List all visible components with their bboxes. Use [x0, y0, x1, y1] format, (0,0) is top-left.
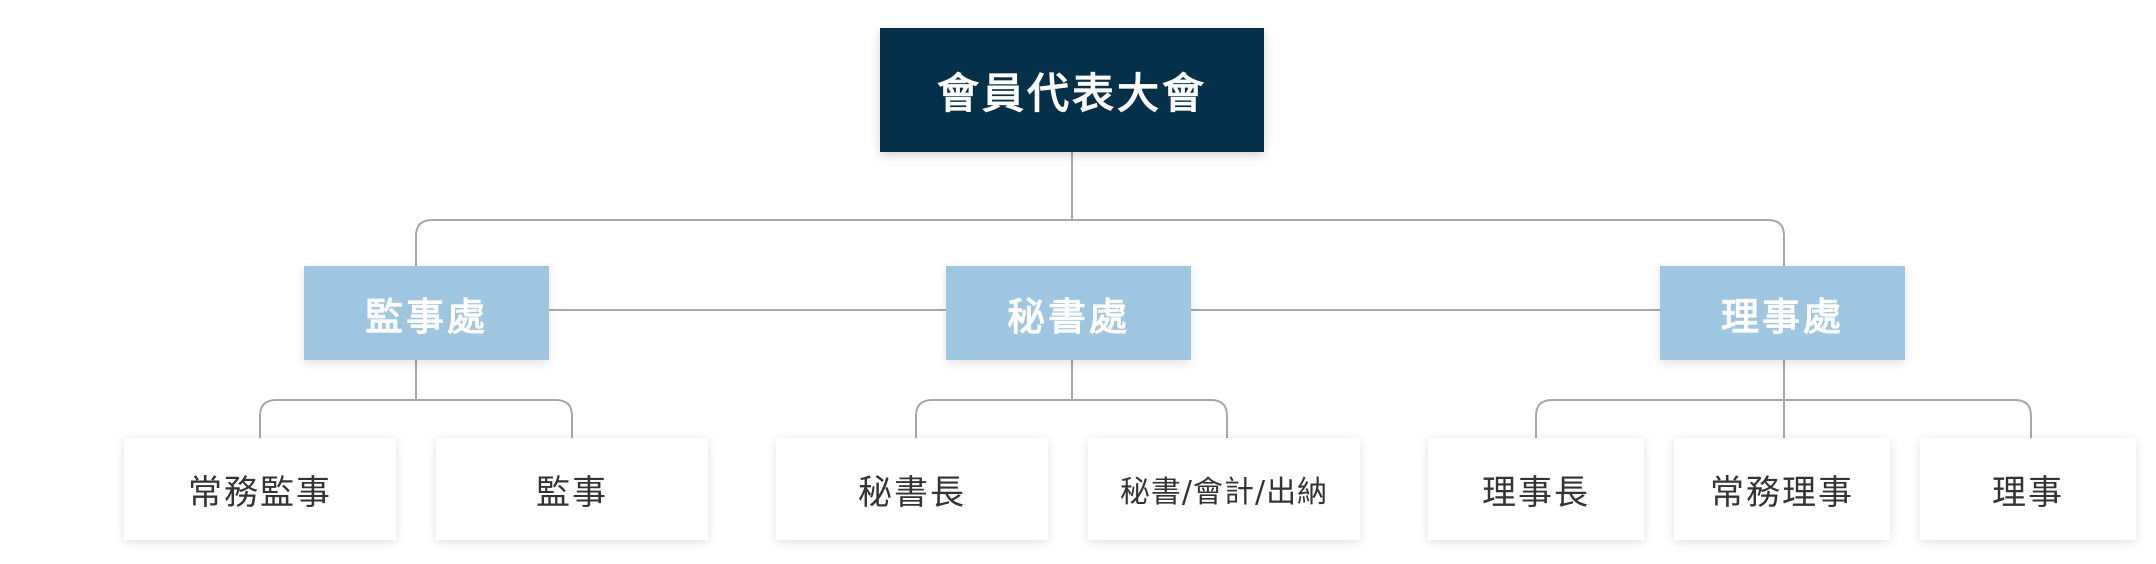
node-leaf-secretary-general: 秘書長: [776, 438, 1048, 540]
node-dept-label: 監事處: [364, 294, 488, 339]
connector-dept2-bus: [915, 399, 1228, 438]
node-dept-label: 秘書處: [1006, 294, 1130, 339]
node-dept-directors: 理事處: [1660, 266, 1905, 360]
node-root-label: 會員代表大會: [936, 68, 1207, 118]
node-leaf-chairman: 理事長: [1428, 438, 1644, 540]
node-leaf-standing-director: 常務理事: [1674, 438, 1890, 540]
node-leaf-label: 常務監事: [188, 472, 332, 513]
node-dept-label: 理事處: [1720, 294, 1844, 339]
node-leaf-label: 監事: [536, 472, 608, 513]
connector-dept1-bus: [259, 399, 573, 438]
node-leaf-label: 常務理事: [1710, 472, 1854, 513]
node-dept-supervisors: 監事處: [304, 266, 549, 360]
node-dept-secretariat: 秘書處: [946, 266, 1191, 360]
node-leaf-label: 理事: [1992, 472, 2064, 513]
node-root: 會員代表大會: [880, 28, 1264, 152]
node-leaf-label: 秘書長: [858, 472, 966, 513]
node-leaf-supervisor: 監事: [436, 438, 708, 540]
node-leaf-label: 秘書/會計/出納: [1119, 475, 1329, 510]
node-leaf-secretary-accounting-cashier: 秘書/會計/出納: [1088, 438, 1360, 540]
node-leaf-director: 理事: [1920, 438, 2136, 540]
connector-dept3-bus: [1535, 399, 2032, 438]
node-leaf-label: 理事長: [1482, 472, 1590, 513]
node-leaf-standing-supervisor: 常務監事: [124, 438, 396, 540]
connector-top-bus: [415, 219, 1785, 266]
